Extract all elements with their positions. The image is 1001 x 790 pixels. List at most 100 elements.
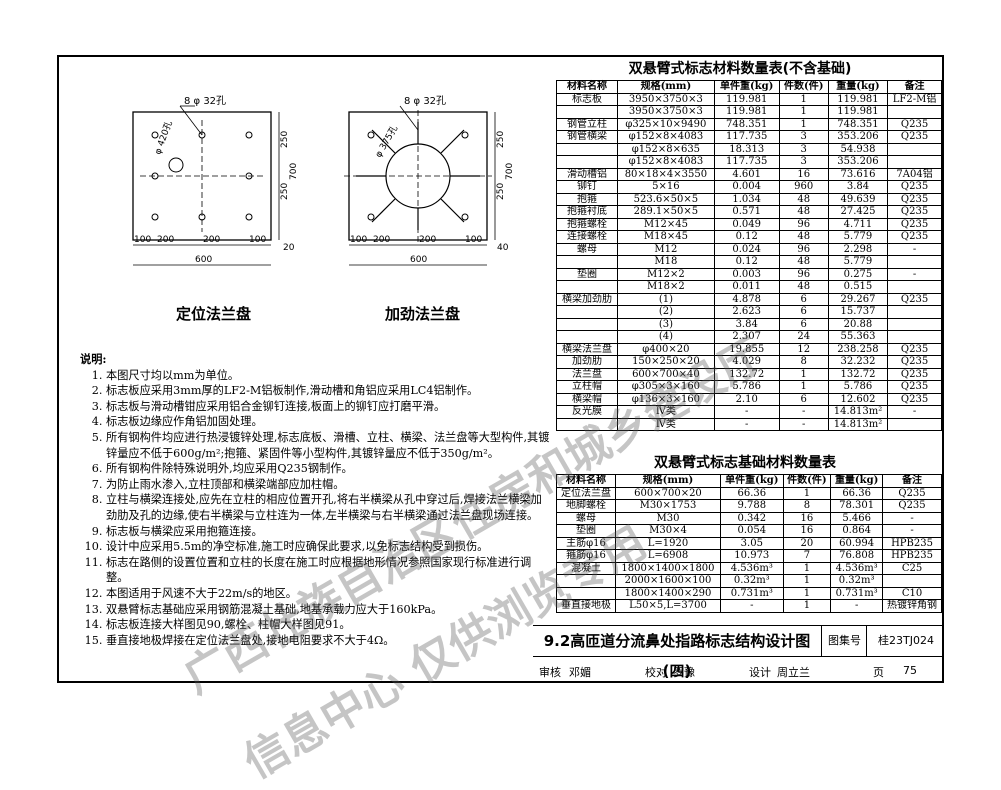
note-item: 垂直接地极焊接在定位法兰盘处,接地电阻要求不大于4Ω。 [106,633,550,649]
positioning-flange-drawing: 8 φ 32孔 φ 420孔 100 200 200 100 600 250 2… [132,95,299,266]
table-cell: 6 [778,392,829,406]
table-cell [556,305,618,319]
table-cell: Q235 [887,217,942,231]
note-item: 为防止雨水渗入,立柱顶部和横梁端部应加柱帽。 [106,477,550,493]
flange2-hole-label: 8 φ 32孔 [404,95,446,107]
flange2-title: 加劲法兰盘 [385,305,461,323]
table-cell: 119.981 [827,92,889,106]
table-cell: φ325×10×9490 [616,117,715,131]
table-cell: 119.981 [713,92,780,106]
table-cell: 16 [778,167,829,181]
notes-heading: 说明: [80,352,107,366]
table-cell: 2.298 [827,242,889,256]
table-cell: HPB235 [882,536,942,550]
table-cell: 6 [778,305,829,319]
table-cell: Q235 [882,486,942,500]
table-cell: 523.6×50×5 [616,192,715,206]
table-cell: 4.711 [827,217,889,231]
table-cell: 5.779 [827,230,889,244]
table-cell: - [887,242,942,256]
table-cell [887,142,942,156]
table-header: 备注 [887,80,942,94]
table-cell: 1 [778,105,829,119]
table-cell: M18×2 [616,280,715,294]
table-cell: 20.88 [827,317,889,331]
table-cell: 96 [778,242,829,256]
check-label: 校对 [645,666,667,679]
flange1-dim-vtotal: 700 [289,163,299,180]
note-item: 标志板边缘应作角铝加固处理。 [106,414,550,430]
table-cell [556,105,618,119]
table-cell: 横梁法兰盘 [556,342,618,356]
table-cell: 4.536m³ [720,561,784,575]
table-cell: 垫圈 [556,267,618,281]
table-cell: 1 [778,367,829,381]
table-cell: L=6908 [614,549,722,563]
table-cell: 2000×1600×100 [614,574,722,588]
table-cell: 54.938 [827,142,889,156]
table-cell: M30×4 [614,524,722,538]
table-cell [556,155,618,169]
flange2-dim-vtotal: 700 [505,163,515,180]
title-block: 9.2高匝道分流鼻处指路标志结构设计图(四) 图集号 桂23TJ024 审核 邓… [533,625,944,684]
table-header: 材料名称 [556,474,616,488]
table-cell: 2.307 [713,330,780,344]
table-cell: 横梁加劲肋 [556,292,618,306]
table-cell: - [778,417,829,431]
table-cell: φ400×20 [616,342,715,356]
table-cell: M30×1753 [614,499,722,513]
table-cell: 3 [778,142,829,156]
table-cell: 地脚螺栓 [556,499,616,513]
table-cell: 2.10 [713,392,780,406]
table-cell: 78.301 [830,499,884,513]
note-item: 标志在路侧的设置位置和立柱的长度在施工时应根据地形情况参照国家现行标准进行调整。 [106,555,550,586]
table-cell: 4.536m³ [830,561,884,575]
table-cell: 0.004 [713,180,780,194]
table-cell: 0.049 [713,217,780,231]
table-cell: 748.351 [827,117,889,131]
table-cell: 18.313 [713,142,780,156]
table-cell [556,574,616,588]
table-cell: 6 [778,292,829,306]
table-cell: L50×5,L=3700 [614,599,722,613]
table-cell: 0.275 [827,267,889,281]
table-cell: φ136×3×160 [616,392,715,406]
notes: 说明: 本图尺寸均以mm为单位。标志板应采用3mm厚的LF2-M铝板制作,滑动槽… [80,352,550,648]
table-cell [887,280,942,294]
table-cell: 29.267 [827,292,889,306]
table-header: 材料名称 [556,80,618,94]
table-cell: 1.034 [713,192,780,206]
drawing-frame [57,55,944,683]
table-cell [556,142,618,156]
table-cell: 抱箍 [556,192,618,206]
note-item: 所有钢构件均应进行热浸镀锌处理,标志底板、滑槽、立柱、横梁、法兰盘等大型构件,其… [106,430,550,461]
table-cell: Ⅳ类 [616,405,715,419]
table-cell: 9.788 [720,499,784,513]
table-cell: 748.351 [713,117,780,131]
table-cell: 117.735 [713,155,780,169]
table-cell: 5.786 [827,380,889,394]
table-cell: 55.363 [827,330,889,344]
table-cell: 1 [778,117,829,131]
flange1-dim-h3: 200 [203,235,220,245]
table-cell: 16 [782,511,832,525]
table-cell: 66.36 [720,486,784,500]
note-item: 所有钢构件除特殊说明外,均应采用Q235钢制作。 [106,461,550,477]
table-cell: 混凝土 [556,561,616,575]
table-cell [556,317,618,331]
table-cell: 1800×1400×1800 [614,561,722,575]
table-cell: 5.466 [830,511,884,525]
